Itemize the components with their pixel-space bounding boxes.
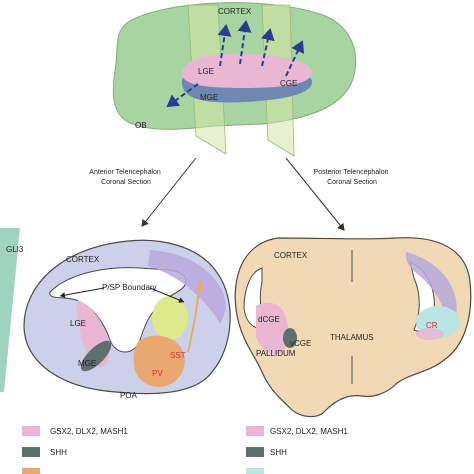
top-mge-label: MGE: [200, 93, 218, 102]
legend-swatch-partial: [246, 468, 264, 474]
anterior-caption: Anterior Telencephalon Coronal Section: [89, 169, 162, 186]
posterior-cr-pink: [416, 328, 444, 340]
anterior-cortex-stream: [148, 250, 226, 324]
legend-swatch-shh: [22, 447, 40, 457]
anterior-migration-line: [187, 283, 201, 353]
top-ob-label: OB: [135, 121, 147, 130]
posterior-caption-line1: Posterior Telencephalon: [314, 169, 389, 176]
legend-right-ge-label: GSX2, DLX2, MASH1: [270, 427, 348, 436]
sst-label: SST: [170, 351, 186, 360]
anterior-orange-region: [133, 335, 185, 387]
top-cortex-label: CORTEX: [218, 7, 252, 16]
posterior-coronal-section: CORTEX dCGE vCGE PALLIDUM THALAMUS CR: [234, 237, 472, 418]
cr-label: CR: [426, 321, 438, 330]
migration-arrow: [237, 20, 252, 65]
anterior-migration-arrowhead: [196, 280, 204, 290]
anterior-coronal-section: CORTEX P/SP Boundary LGE MGE POA SST PV: [23, 239, 231, 400]
posterior-dcge-region: [256, 302, 289, 355]
pv-label: PV: [152, 369, 163, 378]
legend-right: GSX2, DLX2, MASH1 SHH: [246, 426, 348, 474]
anterior-cortex-label: CORTEX: [66, 255, 100, 264]
anterior-caption-line1: Anterior Telencephalon: [89, 169, 161, 176]
posterior-shh-region: [283, 328, 297, 348]
ge-pink-region: [181, 53, 313, 88]
anterior-shh-region: [80, 340, 112, 372]
dcge-label: dCGE: [258, 315, 280, 324]
thalamus-label: THALAMUS: [330, 333, 374, 342]
legend-right-shh-label: SHH: [270, 448, 287, 457]
section-captions: Anterior Telencephalon Coronal Section P…: [89, 157, 391, 231]
anterior-lge-label: LGE: [70, 319, 86, 328]
legend-left-shh-label: SHH: [50, 448, 67, 457]
migration-arrow: [260, 28, 275, 67]
boundary-arrow-left: [59, 287, 105, 299]
anterior-caption-line2: Coronal Section: [101, 179, 151, 186]
gli3-gradient: GLI3: [0, 228, 24, 392]
migration-arrow: [166, 83, 199, 108]
boundary-arrow-right: [149, 287, 185, 303]
legend-swatch-ge: [22, 426, 40, 436]
anterior-mge-label: MGE: [78, 359, 96, 368]
legend-swatch-partial: [22, 468, 40, 474]
migration-arrow: [217, 24, 232, 67]
vcge-label: vCGE: [290, 339, 311, 348]
poa-label: POA: [120, 391, 138, 400]
gli3-label: GLI3: [6, 245, 24, 254]
posterior-arrow: [285, 157, 345, 231]
legend-swatch-shh: [246, 447, 264, 457]
sagittal-brain: CORTEX LGE MGE CGE OB: [112, 2, 357, 157]
posterior-caption: Posterior Telencephalon Coronal Section: [314, 169, 391, 186]
anterior-arrow: [141, 157, 197, 227]
legend-left-ge-label: GSX2, DLX2, MASH1: [50, 427, 128, 436]
migration-arrow: [285, 40, 305, 77]
top-cge-label: CGE: [280, 79, 297, 88]
posterior-section-outline: [234, 237, 472, 418]
gli3-wedge: [0, 228, 20, 392]
legend-left: GSX2, DLX2, MASH1 SHH: [22, 426, 128, 474]
migration-arrows: [166, 20, 305, 108]
posterior-cortex-label: CORTEX: [274, 251, 308, 260]
posterior-caption-line2: Coronal Section: [327, 179, 377, 186]
pallidum-label: PALLIDUM: [256, 349, 296, 358]
boundary-label: P/SP Boundary: [102, 283, 157, 292]
legend-swatch-ge: [246, 426, 264, 436]
top-lge-label: LGE: [198, 67, 214, 76]
anterior-yellow-region: [152, 296, 188, 340]
